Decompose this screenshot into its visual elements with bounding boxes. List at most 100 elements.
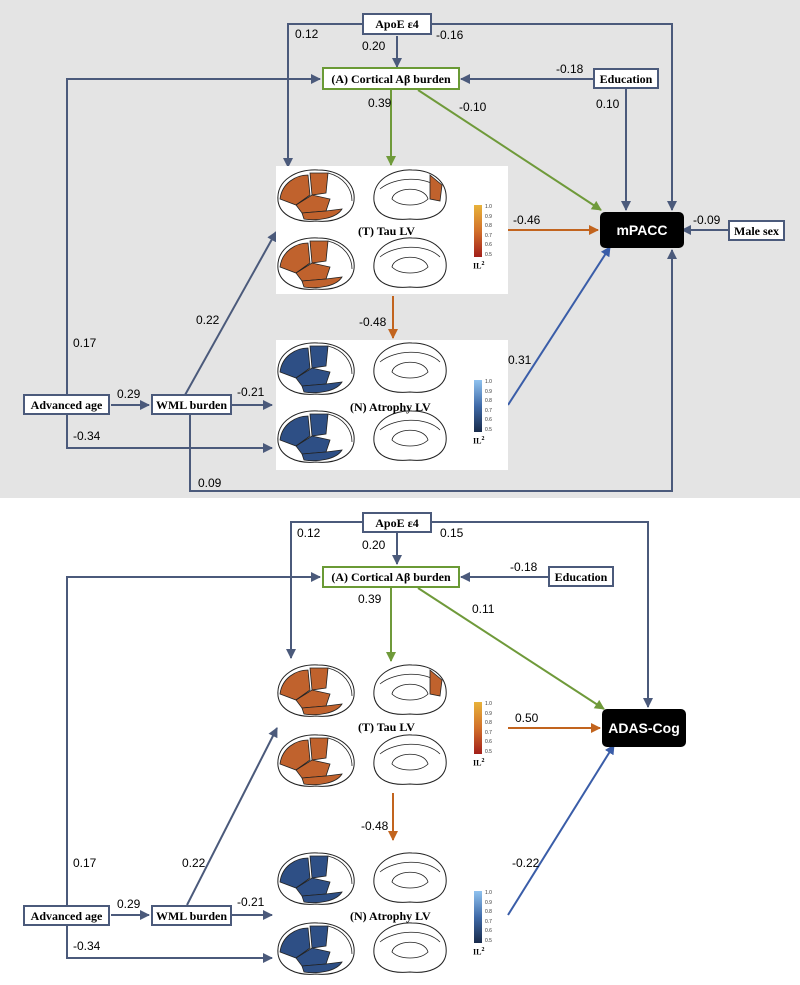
- brain-atr-bottom-medial-2: [373, 922, 447, 973]
- brain-tau-top-medial-1-region: [429, 174, 443, 202]
- arrow-cortical-outcome-b: [417, 587, 605, 710]
- tau-colorbar-bottom: [474, 702, 482, 754]
- brain-atr-bottom-lateral-1-region-1: [309, 855, 329, 879]
- tau-colorbar-top: [474, 205, 482, 257]
- node-wml-burden-b: WML burden: [151, 905, 232, 926]
- brain-tau-top-lateral-2: [277, 237, 355, 290]
- brain-atr-top-lateral-2: [277, 410, 355, 463]
- colorbar-tick-tau-top-5: 0.5: [485, 251, 492, 258]
- brain-tau-top-lateral-1-region-2: [295, 194, 331, 214]
- arrow-wml-tau: [184, 231, 277, 396]
- coef-edu-cortical-b: -0.18: [510, 560, 538, 574]
- coef-apoe-cortical: 0.20: [362, 39, 386, 53]
- node-cortical-abeta: (A) Cortical Aβ burden: [322, 67, 460, 90]
- tau-lv-label: (T) Tau LV: [358, 224, 415, 238]
- bottom-paths: [66, 521, 653, 963]
- colorbar-tick-tau-top-1: 0.9: [485, 213, 492, 220]
- brain-atr-bottom-lateral-1-region-3: [301, 891, 343, 904]
- node-education-b: Education: [548, 566, 614, 587]
- brain-atr-bottom-lateral-2-region-2: [295, 947, 331, 967]
- atrophy-lv-label: (N) Atrophy LV: [350, 400, 431, 414]
- brain-atr-top-lateral-1-region-1: [309, 345, 329, 369]
- coef-apoe-cortical-b: 0.20: [362, 538, 386, 552]
- colorbar-tick-tau-top-4: 0.6: [485, 242, 492, 248]
- brain-tau-bottom-medial-1: [373, 664, 447, 715]
- brain-tau-bottom-lateral-2-region-3: [301, 773, 343, 786]
- brain-atr-top-lateral-1-region-3: [301, 381, 343, 394]
- coef-edu-cortical: -0.18: [556, 62, 584, 76]
- coef-wml-atrophy: -0.21: [237, 385, 265, 399]
- coef-atrophy-outcome-b: -0.22: [512, 856, 540, 870]
- coef-wml-atrophy-b: -0.21: [237, 895, 265, 909]
- node-education: Education: [593, 68, 659, 89]
- colorbar-title-tau-top: IL2: [473, 261, 485, 271]
- arrow-age-atrophy: [66, 415, 273, 453]
- coef-age-wml: 0.29: [117, 387, 141, 401]
- brain-atr-bottom-lateral-2-region-1: [309, 925, 329, 949]
- coef-age-wml-b: 0.29: [117, 897, 141, 911]
- coef-edu-outcome: 0.10: [596, 97, 620, 111]
- coef-age-cortical: 0.17: [73, 336, 97, 350]
- brain-atr-bottom-lateral-2-region-0: [279, 927, 311, 959]
- brain-atr-top-lateral-1-region-0: [279, 347, 311, 379]
- colorbar-tick-tau-bottom-3: 0.7: [485, 729, 492, 736]
- colorbar-tick-atr-top-4: 0.6: [485, 417, 492, 423]
- colorbar-tick-atr-bottom-2: 0.8: [485, 909, 492, 915]
- arrow-cortical-outcome: [417, 89, 602, 211]
- colorbar-title-sup-atr-bottom: 2: [481, 947, 485, 953]
- arrow-age-cortical-b: [66, 572, 321, 905]
- colorbar-tick-atr-bottom-5: 0.5: [485, 937, 492, 944]
- atrophy-lv-label-b: (N) Atrophy LV: [350, 909, 431, 923]
- coef-apoe-outcome: -0.16: [436, 28, 464, 42]
- colorbar-tick-atr-bottom-4: 0.6: [485, 928, 492, 934]
- colorbar-title-atr-top: IL2: [473, 436, 485, 446]
- node-advanced-age-b: Advanced age: [23, 905, 110, 926]
- colorbar-tick-tau-top-3: 0.7: [485, 232, 492, 239]
- brain-tau-top-lateral-1: [277, 169, 355, 222]
- brain-tau-top-lateral-2-region-3: [301, 276, 343, 289]
- colorbar-tick-atr-top-0: 1.0: [485, 379, 492, 385]
- arrow-apoe-outcome-b: [432, 521, 653, 708]
- brain-tau-top-medial-2: [373, 237, 447, 288]
- colorbar-title-atr-bottom: IL2: [473, 947, 485, 957]
- coef-apoe-tau-b: 0.12: [297, 526, 321, 540]
- coef-wml-outcome: 0.09: [198, 476, 222, 490]
- brain-tau-bottom-medial-1-region: [429, 669, 443, 697]
- coef-tau-outcome-b: 0.50: [515, 711, 539, 725]
- brain-atr-top-lateral-2-region-0: [279, 415, 311, 447]
- coef-tau-atrophy-b: -0.48: [361, 819, 389, 833]
- colorbar-title-tau-bottom: IL2: [473, 758, 485, 768]
- colorbar-tick-tau-bottom-1: 0.9: [485, 710, 492, 717]
- colorbar-tick-atr-bottom-1: 0.9: [485, 899, 492, 906]
- coef-age-cortical-b: 0.17: [73, 856, 97, 870]
- colorbar-tick-tau-bottom-0: 1.0: [485, 701, 492, 707]
- coef-apoe-outcome-b: 0.15: [440, 526, 464, 540]
- brain-tau-top-lateral-1-region-1: [309, 172, 329, 196]
- arrow-wml-tau-b: [186, 727, 278, 906]
- coef-tau-outcome: -0.46: [513, 213, 541, 227]
- node-advanced-age: Advanced age: [23, 394, 110, 415]
- brain-atr-bottom-medial-1: [373, 852, 447, 903]
- arrow-apoe-tau-b: [286, 521, 362, 659]
- coef-cortical-outcome-b: 0.11: [472, 602, 495, 616]
- colorbar-tick-tau-top-2: 0.8: [485, 223, 492, 229]
- colorbar-tick-tau-bottom-4: 0.6: [485, 739, 492, 745]
- brain-tau-top-lateral-1-region-0: [279, 174, 311, 206]
- colorbar-tick-atr-top-1: 0.9: [485, 388, 492, 395]
- arrow-age-cortical: [66, 74, 321, 395]
- brain-atr-top-lateral-1: [277, 342, 355, 395]
- brain-tau-bottom-lateral-1-region-3: [301, 703, 343, 716]
- colorbar-title-sup-atr-top: 2: [481, 436, 485, 442]
- colorbar-tick-atr-top-3: 0.7: [485, 407, 492, 414]
- node-wml-burden: WML burden: [151, 394, 232, 415]
- brain-tau-top-lateral-1-region-3: [301, 208, 343, 221]
- colorbar-tick-tau-top-0: 1.0: [485, 204, 492, 210]
- brain-atr-bottom-lateral-1-region-2: [295, 877, 331, 897]
- coef-wml-tau-b: 0.22: [182, 856, 206, 870]
- colorbar-tick-tau-bottom-2: 0.8: [485, 720, 492, 726]
- arrow-apoe-outcome: [432, 23, 677, 211]
- arrow-atrophy-outcome: [507, 246, 611, 406]
- node-male-sex: Male sex: [728, 220, 785, 241]
- brain-tau-bottom-lateral-1-region-1: [309, 667, 329, 691]
